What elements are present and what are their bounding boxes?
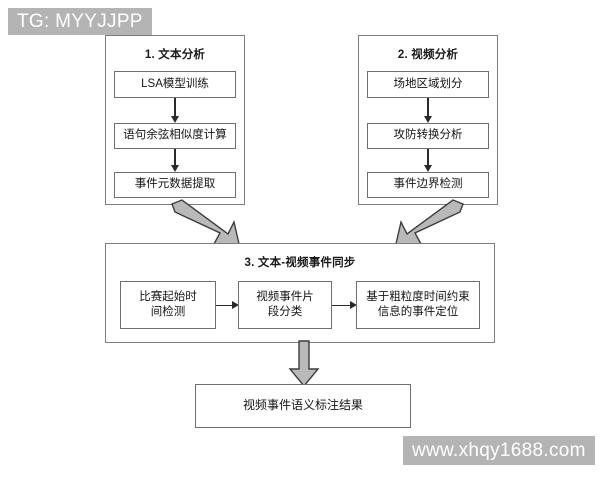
arrowhead-start-to-classification <box>232 300 239 309</box>
arrowhead-lsa-to-cosine <box>170 116 179 123</box>
arrowhead-transition-to-boundary <box>423 165 432 172</box>
watermark-top-text: TG: MYYJJPP <box>17 10 143 32</box>
node-lsa-model-training-label: LSA模型训练 <box>141 77 209 90</box>
group-video-analysis-title: 2. 视频分析 <box>397 49 459 61</box>
node-coarse-time-constrained-localization: 基于粗粒度时间约束 信息的事件定位 <box>356 281 480 329</box>
connector-lsa-to-cosine <box>174 98 176 118</box>
node-attack-defense-transition: 攻防转换分析 <box>367 123 489 149</box>
connector-cosine-to-metadata <box>174 149 176 167</box>
arrowhead-cosine-to-metadata <box>170 165 179 172</box>
group-text-video-sync-title: 3. 文本-视频事件同步 <box>244 257 356 269</box>
node-video-event-semantic-annotation-result: 视频事件语义标注结果 <box>195 384 411 428</box>
node-match-start-time-detection: 比赛起始时 间检测 <box>120 281 216 329</box>
watermark-bottom-text: www.xhqy1688.com <box>412 439 586 461</box>
node-sentence-cosine-similarity: 语句余弦相似度计算 <box>114 123 236 149</box>
node-attack-defense-transition-label: 攻防转换分析 <box>393 129 463 142</box>
node-event-metadata-extraction: 事件元数据提取 <box>114 172 236 198</box>
node-event-boundary-detection: 事件边界检测 <box>367 172 489 198</box>
connector-classification-to-localization <box>332 304 352 306</box>
connector-start-to-classification <box>216 304 234 306</box>
watermark-top: TG: MYYJJPP <box>8 8 152 35</box>
watermark-bottom: www.xhqy1688.com <box>403 436 595 465</box>
node-event-metadata-extraction-label: 事件元数据提取 <box>134 178 216 191</box>
node-video-event-clip-classification-label: 视频事件片 段分类 <box>256 290 314 318</box>
node-sentence-cosine-similarity-label: 语句余弦相似度计算 <box>123 129 227 142</box>
node-event-boundary-detection-label: 事件边界检测 <box>393 178 463 191</box>
node-lsa-model-training: LSA模型训练 <box>114 71 236 98</box>
block-arrow-sync-to-result <box>288 340 320 388</box>
node-court-region-partition: 场地区域划分 <box>367 71 489 98</box>
connector-transition-to-boundary <box>427 149 429 167</box>
node-court-region-partition-label: 场地区域划分 <box>393 77 463 90</box>
node-video-event-clip-classification: 视频事件片 段分类 <box>238 281 332 329</box>
node-match-start-time-detection-label: 比赛起始时 间检测 <box>139 290 197 318</box>
arrowhead-classification-to-localization <box>350 300 357 309</box>
node-coarse-time-constrained-localization-label: 基于粗粒度时间约束 信息的事件定位 <box>366 290 470 318</box>
node-video-event-semantic-annotation-result-label: 视频事件语义标注结果 <box>242 398 363 413</box>
arrowhead-court-to-transition <box>423 116 432 123</box>
connector-court-to-transition <box>427 98 429 118</box>
group-text-analysis-title: 1. 文本分析 <box>144 49 206 61</box>
